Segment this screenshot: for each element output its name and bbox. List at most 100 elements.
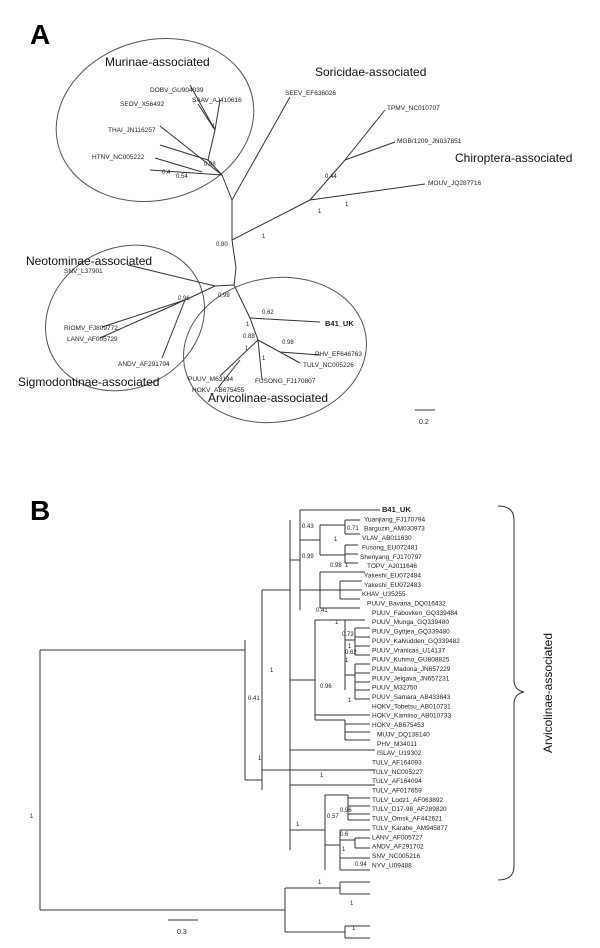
murinae-ellipse xyxy=(55,38,255,202)
taxon-hokv: HOKV_AB675455 xyxy=(192,387,245,394)
support-a: 0.54 xyxy=(176,174,188,180)
support-a: 1 xyxy=(262,234,266,240)
taxon-b: TULV_D17-98_AF289820 xyxy=(372,806,447,813)
sigmodontinae-ellipse xyxy=(44,244,206,392)
support-a: 1 xyxy=(345,202,349,208)
taxon-b: LANV_AF005727 xyxy=(372,834,423,841)
support-value-b: 0.71 xyxy=(347,526,359,532)
taxon-b: PHV_M34011 xyxy=(377,741,417,748)
support-value-b: 1 xyxy=(258,756,262,762)
taxon-b: SNV_NC005216 xyxy=(372,853,420,860)
taxa-b: B41_UKYuanjiang_FJ170794Barguzin_AM03097… xyxy=(360,505,460,869)
support-a: 0.98 xyxy=(204,162,216,168)
taxon-seov: SEOV_X56492 xyxy=(120,101,164,108)
taxon-b41: B41_UK xyxy=(325,319,354,328)
support-value-b: 0.99 xyxy=(302,554,314,560)
scale-label-a: 0.2 xyxy=(419,419,429,426)
group-neotominae: Neotominae-associated xyxy=(26,254,152,268)
taxon-b: TULV_AF017659 xyxy=(372,788,422,795)
taxon-b: Fusong_EU072481 xyxy=(362,544,418,551)
taxon-thai: THAI_JN116257 xyxy=(108,127,156,134)
support-value-b: 1 xyxy=(352,926,356,932)
taxon-puuv: PUUV_M63194 xyxy=(188,376,234,383)
support-value-b: 1 xyxy=(30,814,34,820)
support-value-b: 1 xyxy=(320,773,324,779)
taxon-b: MUJV_DQ138140 xyxy=(377,731,430,738)
taxon-mgb: MGB/1209_JN037851 xyxy=(397,138,462,145)
taxon-b: TULV_AF164094 xyxy=(372,778,422,785)
panel-a-label: A xyxy=(30,19,50,50)
support-value-b: 0.6 xyxy=(340,832,349,838)
support-value-b: 0.43 xyxy=(302,524,314,530)
taxon-b: KHAV_U35255 xyxy=(362,591,406,598)
taxon-htnv: HTNV_NC005222 xyxy=(92,154,145,161)
taxon-b: TULV_NC005227 xyxy=(372,769,423,776)
scale-label-b: 0.3 xyxy=(177,929,187,936)
support-value-b: 1 xyxy=(334,537,338,543)
taxon-b: Shenyang_FJ170797 xyxy=(360,554,422,561)
taxon-b: PUUV_Gyttjea_GQ339480 xyxy=(372,629,450,636)
support-a: 0.98 xyxy=(282,340,294,346)
taxon-tpmv: TPMV_NC010707 xyxy=(387,105,440,112)
support-value-b: 0.94 xyxy=(355,862,367,868)
support-a: 0.80 xyxy=(216,242,228,248)
support-value-b: 0.98 xyxy=(330,563,342,569)
support-value-b: 1 xyxy=(345,563,349,569)
taxon-b: HOKV_Tobetsu_AB010731 xyxy=(372,703,451,710)
tree-a-branches xyxy=(99,84,426,389)
taxon-b: PUUV_Vranicas_U14137 xyxy=(372,647,445,654)
support-value-b: 0.73 xyxy=(342,632,354,638)
support-a: 0.96 xyxy=(178,296,190,302)
taxon-b: TOPV_AJ011646 xyxy=(367,563,417,570)
taxon-b: PUUV_Samara_AB433843 xyxy=(372,694,451,701)
taxon-b: Yuanjiang_FJ170794 xyxy=(364,516,425,523)
support-value-b: 0.96 xyxy=(320,684,332,690)
support-a: 1 xyxy=(262,356,266,362)
support-value-b: 1 xyxy=(350,901,354,907)
support-a: 0.99 xyxy=(218,293,230,299)
support-value-b: 1 xyxy=(348,698,352,704)
taxon-b: ISLAV_U19302 xyxy=(377,750,422,757)
taxon-b: TULV_AF164093 xyxy=(372,759,422,766)
support-value-b: 1 xyxy=(318,880,322,886)
support-a: 1 xyxy=(212,124,216,130)
taxon-b: HOKV_AB675453 xyxy=(372,722,425,729)
taxon-b: PUUV_Madona_JN657229 xyxy=(372,666,451,673)
support-value-b: 0.41 xyxy=(316,608,328,614)
support-a: 1 xyxy=(245,346,249,352)
taxon-b: PUUV_Bavaria_DQ016432 xyxy=(367,601,446,608)
taxon-seev: SEEV_EF636026 xyxy=(285,90,336,97)
group-soricidae: Soricidae-associated xyxy=(315,65,426,79)
taxon-saav: SAAV_AJ410616 xyxy=(192,97,242,104)
support-a: 0.88 xyxy=(243,334,255,340)
taxon-b: HOKV_Kamiiso_AB010733 xyxy=(372,713,452,720)
taxon-tulv: TULV_NC005226 xyxy=(303,362,354,369)
taxon-b: PUUV_Fabovken_GQ339484 xyxy=(372,610,458,617)
support-a: 0.4 xyxy=(162,170,171,176)
group-murinae: Murinae-associated xyxy=(105,55,210,69)
support-value-b: 0.96 xyxy=(340,808,352,814)
support-value-b: 1 xyxy=(348,644,352,650)
taxon-b: VLAV_AB011630 xyxy=(362,535,412,542)
support-a: 1 xyxy=(318,209,322,215)
taxon-b: PUUV_Jelgava_JN657231 xyxy=(372,675,450,682)
taxon-mouv: MOUV_JQ287716 xyxy=(428,180,481,187)
taxon-b: B41_UK xyxy=(382,505,411,514)
panel-b-label: B xyxy=(30,495,50,526)
support-value-b: 1 xyxy=(345,658,349,664)
taxon-riomv: RIOMV_FJ809772 xyxy=(64,325,118,332)
taxon-b: PUUV_M32750 xyxy=(372,685,418,692)
support-a: 0.62 xyxy=(262,310,274,316)
taxon-b: TULV_Lodz1_AF063892 xyxy=(372,797,443,804)
support-value-b: 1 xyxy=(296,822,300,828)
support-value-b: 0.41 xyxy=(248,696,260,702)
support-value-b: 0.57 xyxy=(327,814,339,820)
taxon-b: PUUV_Kuhmo_GU808825 xyxy=(372,657,450,664)
group-arvicolinae-b: Arvicolinae-associated xyxy=(541,633,555,753)
taxon-b: PUUV_Munga_GQ339480 xyxy=(372,619,449,626)
tree-b-branches xyxy=(39,509,380,939)
group-bracket xyxy=(497,505,525,881)
taxon-andv: ANDV_AF291704 xyxy=(118,361,170,368)
taxon-fusong: FUSONG_FJ170807 xyxy=(255,378,316,385)
